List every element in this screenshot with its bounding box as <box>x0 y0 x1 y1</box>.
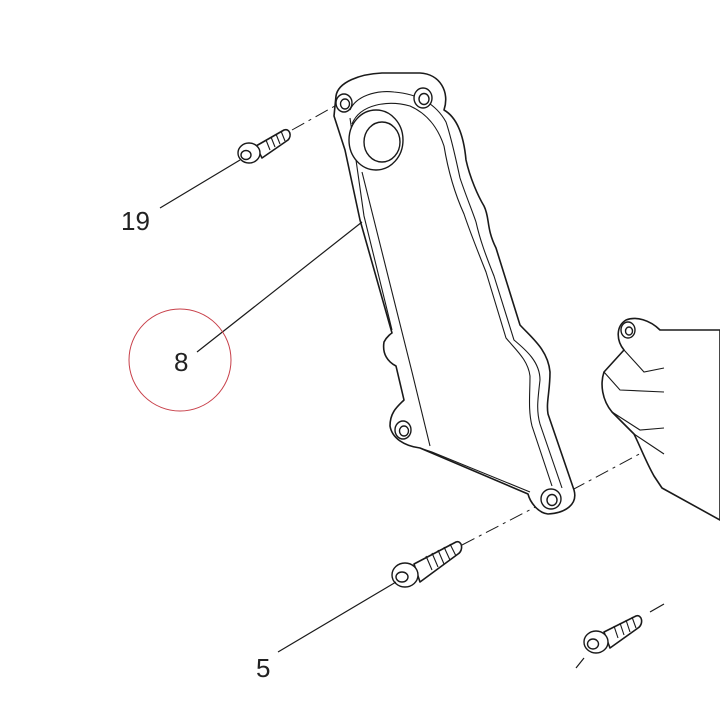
bracket-face-edge-2 <box>361 171 431 447</box>
leader-8 <box>196 221 363 353</box>
bolt-19-thread <box>265 130 286 151</box>
bolt-5-socket <box>395 571 409 583</box>
adjacent-part[interactable] <box>601 317 720 521</box>
bolt-right-socket <box>586 638 600 650</box>
bracket-hole-bottom-inner <box>546 493 558 507</box>
bolt-19[interactable] <box>237 128 291 164</box>
bolt-5-thread <box>425 543 457 571</box>
adjacent-part-hole-inner <box>624 326 634 336</box>
bracket-lower-edge <box>419 447 531 493</box>
bracket-hole-left-inner <box>398 425 410 437</box>
adjacent-part-outline <box>601 317 720 521</box>
bolt-right-leader-2 <box>649 603 665 613</box>
bracket-rim-inner <box>349 91 563 489</box>
bracket-hole-top-left-inner <box>339 98 351 110</box>
bolt-5[interactable] <box>391 540 463 588</box>
leader-19 <box>159 159 241 209</box>
callout-8[interactable]: 8 <box>174 347 188 377</box>
bracket-hole-top-right-inner <box>418 92 430 106</box>
bolt-5-shank <box>413 540 463 583</box>
bolt-19-shank <box>255 128 291 159</box>
bracket-rim-inner-2 <box>351 102 553 487</box>
leader-5 <box>277 581 397 653</box>
adjacent-part-edge <box>603 349 665 455</box>
bracket-boss-inner <box>363 121 401 163</box>
highlight-circle <box>128 308 232 412</box>
bolt-right-leader <box>575 657 585 669</box>
callout-5[interactable]: 5 <box>256 653 270 683</box>
bracket-part[interactable] <box>333 72 576 515</box>
axis-line-top <box>291 101 343 131</box>
bracket-outline <box>333 72 576 515</box>
bolt-right[interactable] <box>575 603 665 669</box>
axis-line-bottom <box>461 501 546 546</box>
bolt-19-socket <box>240 149 252 161</box>
bolt-right-thread <box>613 616 637 639</box>
callout-19[interactable]: 19 <box>121 206 150 236</box>
